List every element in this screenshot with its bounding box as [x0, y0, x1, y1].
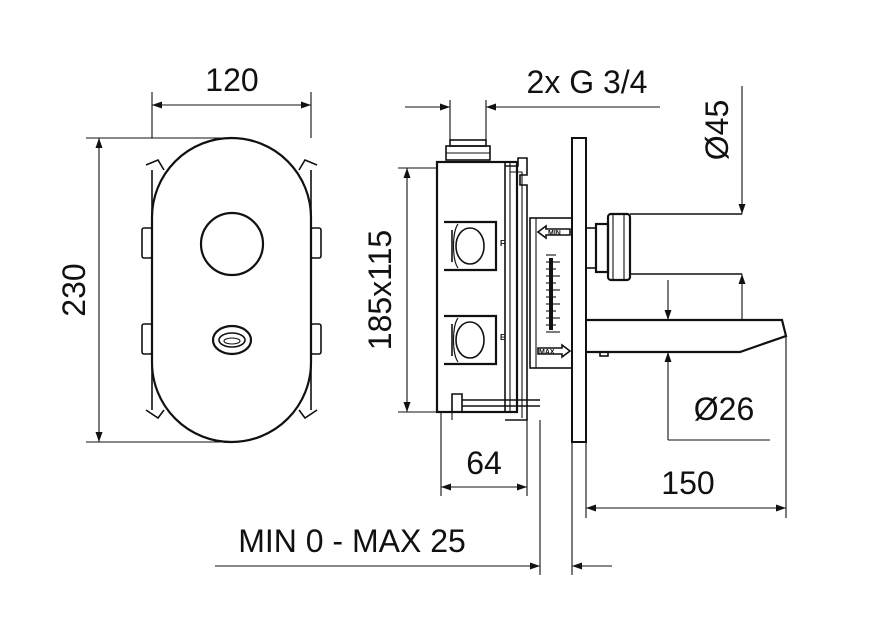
- dimension-knob-diameter: Ø45: [699, 86, 746, 320]
- valve-body: [435, 160, 519, 414]
- port-f-label: F: [500, 239, 505, 248]
- upper-port: F: [444, 220, 505, 272]
- control-knob: [199, 211, 265, 277]
- dimension-body-label: 185x115: [362, 230, 398, 350]
- lower-port: E: [444, 314, 506, 366]
- cover-plate: [150, 136, 313, 444]
- dimension-spout-diameter-label: Ø26: [694, 391, 754, 427]
- dimension-knob-diameter-label: Ø45: [699, 100, 735, 160]
- min-label: MIN: [548, 230, 561, 237]
- dimension-inlets: 2x G 3/4: [405, 64, 660, 140]
- diverter: [211, 324, 253, 356]
- depth-scale: MIN MAX: [529, 217, 573, 369]
- front-view: [141, 136, 322, 444]
- dimension-spout-length: 150: [585, 336, 787, 518]
- scale-ticks: [546, 254, 560, 333]
- dimension-body: 185x115: [362, 167, 437, 413]
- dimension-inlets-label: 2x G 3/4: [527, 64, 648, 100]
- dimension-width: 120: [151, 62, 312, 138]
- dimension-height-label: 230: [56, 263, 92, 316]
- dimension-spout-length-label: 150: [661, 465, 714, 501]
- wall-plate: [571, 137, 587, 443]
- max-label: MAX: [539, 349, 555, 356]
- spout-side: [586, 318, 788, 357]
- port-e-label: E: [500, 333, 506, 342]
- dimension-width-label: 120: [205, 62, 258, 98]
- dimension-wall-range: MIN 0 - MAX 25: [215, 420, 612, 575]
- bottom-outlet: [451, 393, 540, 420]
- dimension-height: 230: [56, 137, 232, 443]
- side-view: F E MIN MAX: [435, 137, 788, 443]
- handle-side: [585, 212, 742, 282]
- dimension-spout-diameter: Ø26: [664, 280, 770, 441]
- dimension-depth: 64: [440, 412, 528, 496]
- dimension-wall-range-label: MIN 0 - MAX 25: [238, 523, 466, 559]
- dimension-depth-label: 64: [466, 445, 502, 481]
- mounting-bracket: [505, 157, 528, 421]
- inlet-connector: [445, 139, 491, 161]
